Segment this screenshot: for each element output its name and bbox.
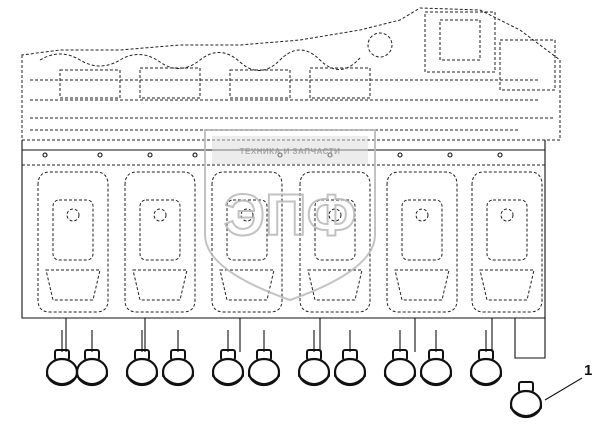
bolt bbox=[333, 330, 367, 387]
bearing-housings bbox=[37, 171, 543, 352]
bolt bbox=[211, 330, 245, 387]
bolt bbox=[419, 330, 453, 387]
bearing-housing bbox=[124, 171, 196, 352]
bolt bbox=[45, 330, 79, 387]
bearing-housing bbox=[299, 171, 371, 352]
bolt-row bbox=[45, 330, 543, 419]
bolt-callout-1 bbox=[509, 381, 543, 419]
engine-block-upper bbox=[21, 7, 561, 141]
watermark-top-text: ТЕХНИКА И ЗАПЧАСТИ bbox=[240, 147, 341, 156]
callout-leader-1 bbox=[544, 377, 583, 401]
bearing-housing bbox=[386, 171, 458, 352]
watermark-logo: ТЕХНИКА И ЗАПЧАСТИ ЭПФ bbox=[204, 129, 376, 302]
bearing-housing bbox=[37, 171, 109, 352]
watermark-letters: ЭПФ bbox=[224, 183, 356, 248]
bolt bbox=[75, 330, 109, 387]
bearing-housing bbox=[211, 171, 283, 352]
bolt bbox=[161, 330, 195, 387]
bearing-housing bbox=[471, 171, 543, 352]
callout-label-1: 1 bbox=[584, 362, 593, 379]
bolt bbox=[383, 330, 417, 387]
bolt bbox=[297, 330, 331, 387]
bolt bbox=[247, 330, 281, 387]
bolt bbox=[469, 330, 503, 387]
bolt bbox=[125, 330, 159, 387]
